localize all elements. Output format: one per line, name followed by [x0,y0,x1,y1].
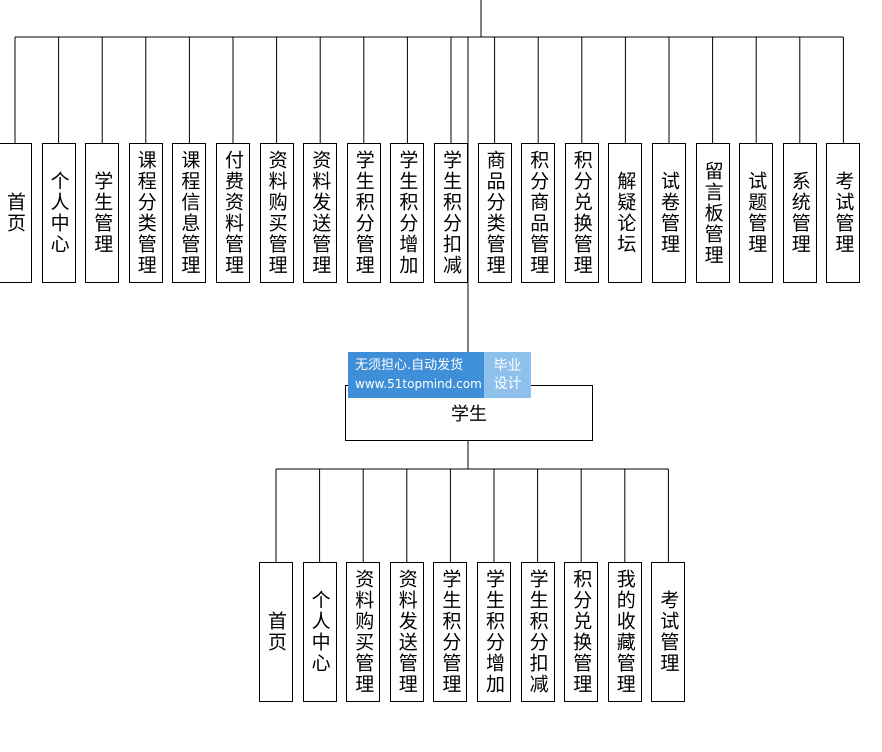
top-module-box: 考试管理 [826,143,861,283]
top-module-box-label: 积分兑换管理 [570,150,593,276]
top-module-box-label: 积分商品管理 [527,150,550,276]
bottom-module-box: 我的收藏管理 [607,562,642,702]
watermark-tag: 毕业 设计 [484,352,531,398]
bottom-module-box: 积分兑换管理 [564,562,599,702]
bottom-module-box-label: 首页 [265,611,287,653]
top-module-box-label: 商品分类管理 [483,150,506,276]
top-module-box-label: 资料购买管理 [265,150,288,276]
bottom-module-box: 考试管理 [651,562,686,702]
bottom-module-box-label: 资料发送管理 [395,569,418,695]
top-module-box: 学生管理 [85,143,120,283]
top-module-box-label: 考试管理 [832,171,855,255]
bottom-module-box-label: 资料购买管理 [352,569,375,695]
top-module-box-label: 学生积分扣减 [440,150,462,276]
top-module-box-label: 留言板管理 [701,160,724,266]
top-module-box: 试题管理 [739,143,774,283]
top-module-box: 付费资料管理 [216,143,250,283]
top-module-box-label: 首页 [4,192,26,234]
bottom-module-box-label: 学生积分管理 [439,569,462,695]
top-module-box: 留言板管理 [695,143,730,283]
bottom-module-box: 学生积分增加 [477,562,511,702]
bottom-module-box-label: 学生积分增加 [483,569,505,695]
top-module-box: 系统管理 [782,143,817,283]
bottom-module-box: 资料发送管理 [389,562,424,702]
bottom-module-box: 学生积分扣减 [520,562,555,702]
top-module-box: 解疑论坛 [608,143,643,283]
bottom-module-box-label: 积分兑换管理 [570,569,593,695]
top-module-box: 学生积分增加 [390,143,425,283]
top-module-box-label: 学生积分管理 [352,150,375,276]
watermark-url: www.51topmind.com [355,377,482,391]
watermark-tag-line1: 毕业 [493,358,522,374]
bottom-module-box-label: 我的收藏管理 [613,569,636,695]
top-module-box-label: 付费资料管理 [222,150,244,276]
top-module-box-label: 学生管理 [91,171,114,255]
top-module-box: 资料发送管理 [303,143,338,283]
bottom-module-box-label: 个人中心 [308,590,331,674]
bottom-module-box: 首页 [259,562,293,702]
top-module-box-label: 系统管理 [788,171,811,255]
top-module-box: 个人中心 [41,143,76,283]
top-module-box: 试卷管理 [652,143,686,283]
top-module-box: 学生积分管理 [346,143,381,283]
top-module-box-label: 学生积分增加 [396,150,419,276]
top-module-box: 积分兑换管理 [564,143,599,283]
bottom-module-box: 资料购买管理 [346,562,381,702]
top-module-box-label: 试题管理 [745,171,768,255]
top-module-box: 首页 [0,143,32,283]
top-module-box: 商品分类管理 [477,143,512,283]
watermark-text: 无须担心.自动发货 www.51topmind.com [348,352,484,398]
top-module-box-label: 个人中心 [47,171,70,255]
top-module-box: 课程分类管理 [128,143,163,283]
bottom-module-box-label: 考试管理 [657,590,680,674]
bottom-module-box: 个人中心 [302,562,337,702]
top-module-box: 积分商品管理 [521,143,556,283]
top-module-box-label: 课程信息管理 [178,150,201,276]
top-module-box-label: 课程分类管理 [134,150,157,276]
watermark-slogan: 无须担心.自动发货 [355,358,464,373]
bottom-module-box-label: 学生积分扣减 [526,569,549,695]
top-module-box: 课程信息管理 [172,143,207,283]
top-module-box-label: 解疑论坛 [614,171,637,255]
bottom-module-box: 学生积分管理 [433,562,468,702]
top-module-box: 资料购买管理 [259,143,294,283]
watermark-tag-line2: 设计 [493,376,522,392]
student-role-label: 学生 [451,404,487,425]
top-module-box-label: 资料发送管理 [309,150,332,276]
top-module-box-label: 试卷管理 [658,171,680,255]
top-module-box: 学生积分扣减 [434,143,468,283]
watermark-badge: 无须担心.自动发货 www.51topmind.com 毕业 设计 [348,352,531,398]
